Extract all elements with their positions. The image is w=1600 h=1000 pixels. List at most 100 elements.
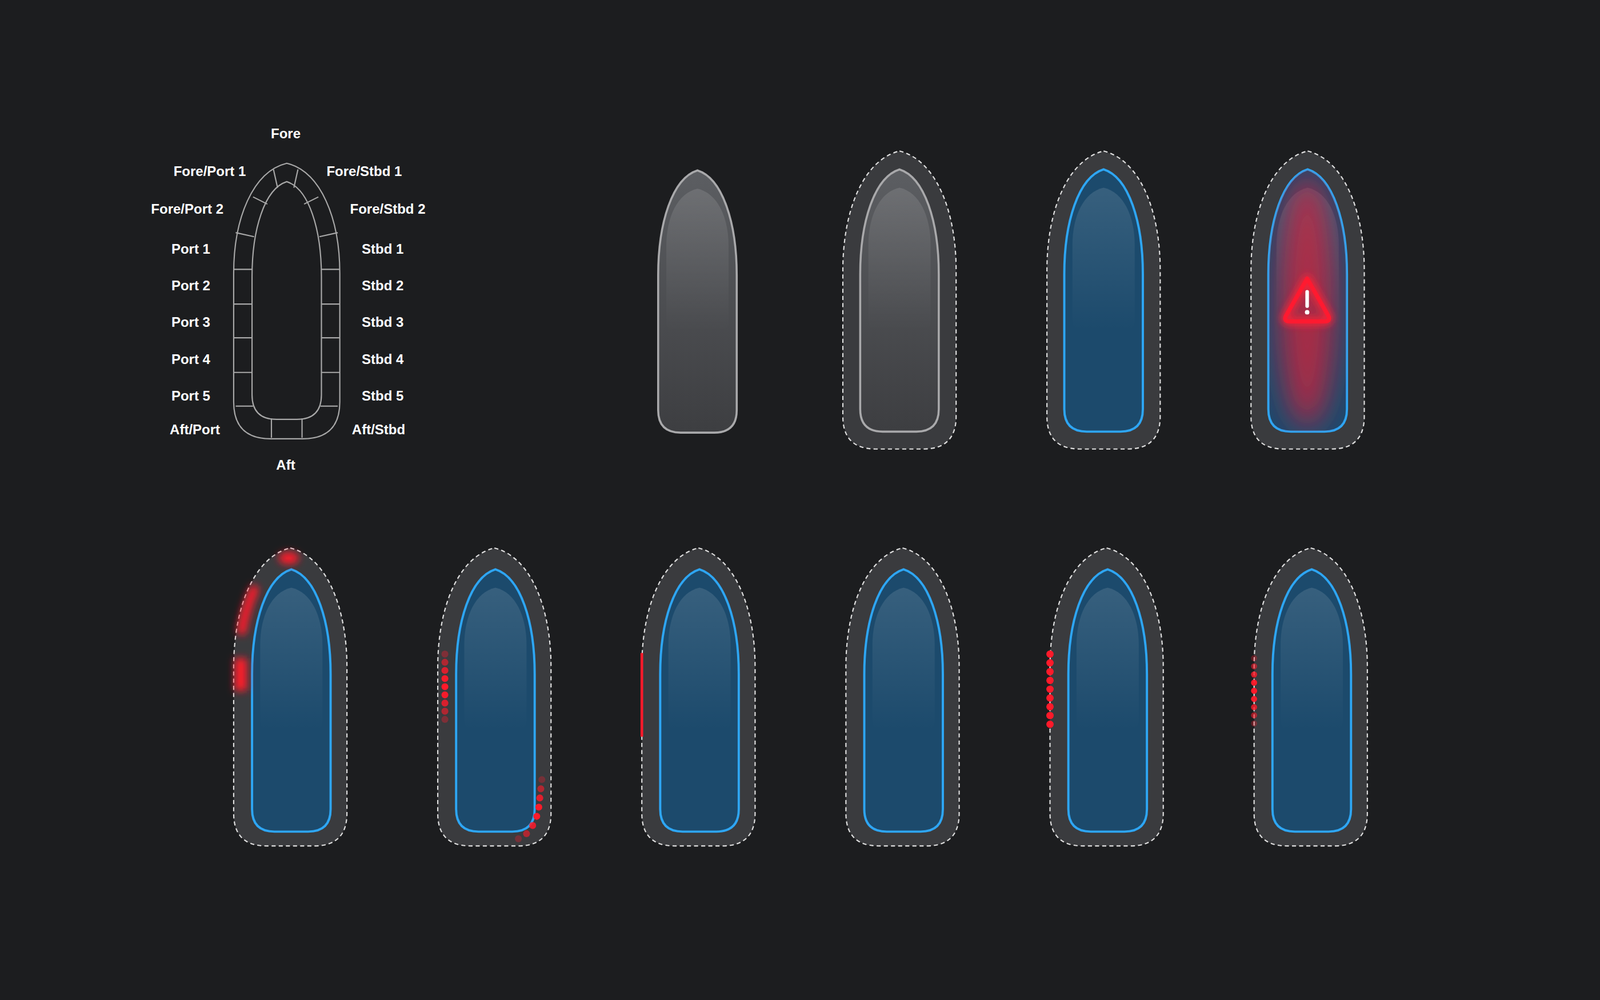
hull-active [864, 569, 944, 832]
hull-inactive [658, 170, 738, 433]
hull-highlight [872, 588, 935, 731]
sensor-dot [441, 658, 449, 666]
sensor-dot [537, 785, 544, 792]
sensor-dot [1046, 668, 1054, 676]
proximity-zone [1250, 150, 1364, 449]
sensor-dot [1250, 696, 1258, 703]
sensor-dot [1046, 685, 1054, 694]
proximity-zone [437, 548, 551, 846]
sensor-dot [441, 674, 449, 682]
hull-active [456, 569, 535, 832]
zone-label: Fore [270, 126, 301, 141]
zone-divider [301, 418, 303, 438]
zone-divider [321, 372, 340, 374]
sensor-dot [441, 708, 449, 715]
hull-highlight [868, 188, 931, 331]
sensor-dot [1046, 676, 1054, 684]
sensor-dot [441, 691, 449, 699]
zone-divider [321, 268, 340, 270]
warning-glow [1285, 278, 1330, 322]
zone-divider [320, 405, 338, 407]
hull-active [1268, 169, 1348, 432]
sensor-dot [1250, 704, 1258, 711]
zone-reference-outline [233, 163, 340, 439]
zone-divider [319, 232, 338, 237]
sensor-dot [1046, 712, 1054, 720]
sensor-dot [1250, 720, 1258, 727]
zone-divider [304, 197, 319, 205]
proximity-zone [1254, 548, 1368, 846]
sensor-dot [522, 830, 530, 838]
zone-divider [273, 169, 278, 188]
proximity-zone [233, 548, 347, 846]
sensor-dot [1250, 654, 1258, 662]
zone-label: Port 1 [171, 242, 211, 256]
hull-highlight [464, 588, 527, 731]
hull-active [252, 569, 331, 832]
sensor-dot [533, 813, 540, 820]
zone-divider [321, 337, 340, 339]
zone-label: Fore/Stbd 2 [350, 202, 426, 216]
sensor-dot [441, 699, 449, 707]
zone-label: Fore/Stbd 1 [326, 164, 402, 179]
sensor-dot [514, 835, 522, 843]
hull-highlight [668, 588, 731, 731]
zone-divider [233, 337, 252, 339]
sensor-dot [1250, 712, 1258, 719]
sensor-dot [441, 683, 449, 691]
sensor-dot [1250, 663, 1258, 670]
hull-active [1272, 569, 1352, 832]
sensor-dot [1046, 694, 1054, 702]
proximity-zone [641, 548, 755, 846]
zone-divider [236, 232, 255, 237]
hull-highlight [1076, 588, 1139, 731]
hull-active [660, 569, 739, 832]
zone-label: Port 3 [171, 315, 211, 330]
contact-line-faint [844, 630, 847, 715]
zone-divider [253, 197, 268, 205]
warning-mark [1305, 310, 1310, 315]
zone-divider [236, 405, 254, 407]
zone-divider [321, 303, 340, 305]
zone-label: Stbd 3 [361, 315, 404, 330]
hull-highlight [1072, 188, 1135, 331]
hull-highlight [1280, 588, 1343, 731]
zone-label: Stbd 1 [361, 242, 404, 256]
sensor-dot [535, 803, 543, 811]
hull-active [1064, 169, 1144, 432]
zone-label: Fore/Port 2 [150, 202, 224, 216]
warning-mark [1305, 292, 1309, 307]
sensor-dot [1250, 671, 1258, 678]
zone-divider [233, 372, 252, 374]
contact-line [640, 653, 644, 737]
zone-label: Aft/Port [169, 422, 220, 437]
zone-label: Port 5 [171, 389, 211, 403]
sensor-dot [538, 776, 546, 783]
sensor-dot [1046, 650, 1054, 658]
proximity-zone [1050, 548, 1164, 846]
zone-divider [293, 169, 298, 188]
zone-label: Port 4 [171, 352, 211, 367]
alarm-glow [1278, 173, 1336, 429]
sensor-dot [1046, 702, 1054, 711]
zone-label: Stbd 4 [361, 352, 404, 367]
hull-active [1068, 569, 1148, 832]
sensor-dot [1046, 720, 1054, 728]
sensor-dot [1250, 688, 1258, 695]
zone-label: Stbd 5 [361, 389, 404, 403]
zone-divider [233, 303, 252, 305]
sensor-dot [441, 716, 449, 723]
contact-glow [234, 552, 300, 691]
proximity-zone [842, 150, 956, 449]
zone-label: Stbd 2 [361, 278, 404, 293]
sensor-dot [441, 650, 449, 658]
zone-label: Aft [276, 458, 295, 472]
proximity-zone [845, 548, 959, 846]
zone-label: Port 2 [171, 278, 211, 293]
zone-label: Fore/Port 1 [173, 164, 247, 179]
sensor-dot [529, 822, 536, 830]
zone-label: Aft/Stbd [352, 422, 406, 437]
sensor-dot [1250, 679, 1258, 686]
zone-divider [270, 418, 272, 438]
